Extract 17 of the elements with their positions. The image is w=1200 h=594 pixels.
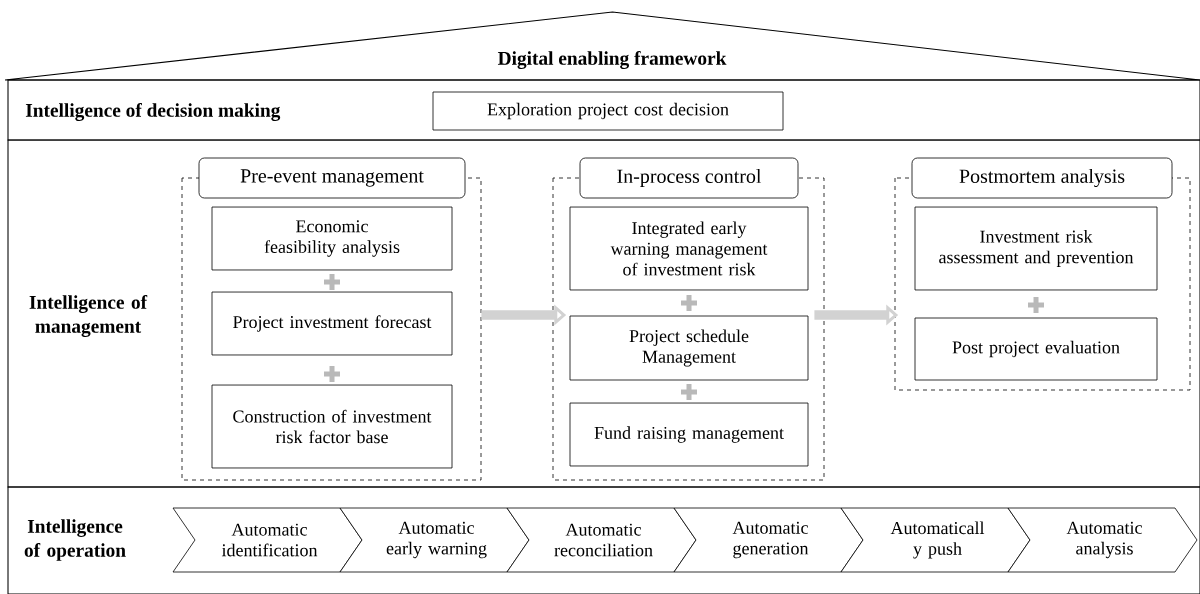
process-box: Integrated early warning management of investment risk: [569, 206, 809, 291]
roof-triangle: Digital enabling framework: [4, 11, 1200, 81]
chevron-step: Automatic early warning: [339, 507, 530, 573]
chevron-step: Automatic generation: [673, 507, 864, 573]
process-box: Fund raising management: [569, 402, 809, 467]
node-label: Automatic analysis: [1066, 521, 1142, 559]
process-box: Project schedule Management: [569, 315, 809, 381]
process-box: Construction of investment risk factor base: [211, 384, 453, 469]
process-box: Project investment forecast: [211, 291, 453, 356]
process-box: Economic feasibility analysis: [211, 206, 453, 271]
chevron-step: Automatic identification: [172, 507, 363, 573]
chevron-step: Automatic analysis: [1007, 507, 1198, 573]
process-box: Exploration project cost decision: [432, 91, 784, 131]
process-box: Post project evaluation: [914, 317, 1158, 381]
process-box: Investment risk assessment and prevention: [914, 206, 1158, 291]
chevron-step: Automaticall y push: [840, 507, 1031, 573]
chevron-step: Automatic reconciliation: [506, 507, 697, 573]
